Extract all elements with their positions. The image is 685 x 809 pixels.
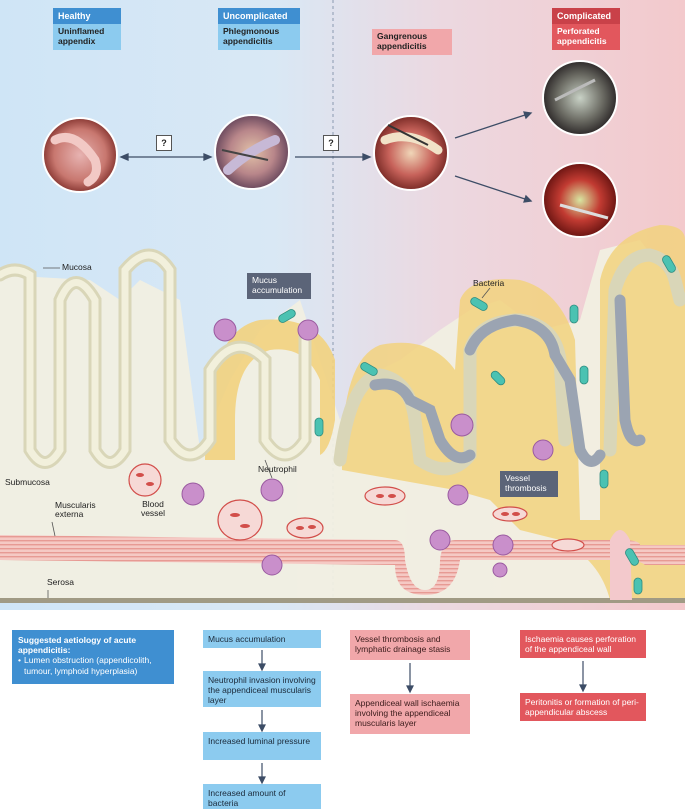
mucus-region-complicated [341,225,685,600]
question-box-1: ? [156,135,172,151]
uncomplicated-label: Phlegmonous appendicitis [218,24,300,50]
gangrenous-label: Gangrenous appendicitis [372,29,452,55]
flow-arrows [258,650,587,785]
flow-blue-step-3: Increased luminal pressure [203,732,321,760]
muscularis-band [0,535,685,595]
perforation-gap [610,530,632,600]
flow-blue-step-4: Increased amount of bacteria [203,784,321,809]
flow-pink-step-2: Appendiceal wall ischaemia involving the… [350,694,470,734]
blood-vessel-label: Blood vessel [140,499,166,519]
question-box-2: ? [323,135,339,151]
appendix-illustration [0,0,685,605]
flow-pink-step-1: Vessel thrombosis and lymphatic drainage… [350,630,470,660]
healthy-label: Uninflamed appendix [53,24,121,50]
complicated-label: Perforated appendicitis [552,24,620,50]
muscularis-label: Muscularis externa [55,500,96,520]
complicated-tag: Complicated [552,8,620,24]
photo-phlegmonous [214,114,290,190]
neutrophils [181,318,554,578]
photo-uninflamed [42,117,118,193]
flow-blue-step-2: Neutrophil invasion involving the append… [203,671,321,707]
damaged-cells [369,294,646,467]
aetiology-bullet-text: Lumen obstruction (appendicolith, tumour… [23,655,152,676]
vessel-thrombosis-callout: Vessel thrombosis [500,471,558,497]
serosa-line [0,598,685,603]
neutrophil-label: Neutrophil [258,464,297,474]
photo-perforated-2 [542,162,618,238]
aetiology-title: Suggested aetiology of acute appendiciti… [18,635,137,656]
healthy-tag: Healthy [53,8,121,24]
submucosa-label: Submucosa [5,477,50,487]
mucosa-label: Mucosa [62,262,92,272]
mucus-accumulation-callout: Mucus accumulation [247,273,311,299]
bacteria-label: Bacteria [473,278,505,288]
mucosa-crypts-inner [0,251,309,466]
aetiology-bullet: •Lumen obstruction (appendicolith, tumou… [18,655,168,675]
blood-vessels [128,463,585,552]
aetiology-box: Suggested aetiology of acute appendiciti… [12,630,174,684]
photo-gangrenous [373,115,449,191]
bacteria [278,255,676,595]
serosa-label: Serosa [47,577,74,587]
flow-red-step-1: Ischaemia causes perforation of the appe… [520,630,646,658]
flow-blue-step-1: Mucus accumulation [203,630,321,648]
uncomplicated-tag: Uncomplicated [218,8,300,24]
photo-perforated-1 [542,60,618,136]
flow-red-step-2: Peritonitis or formation of peri-appendi… [520,693,646,721]
